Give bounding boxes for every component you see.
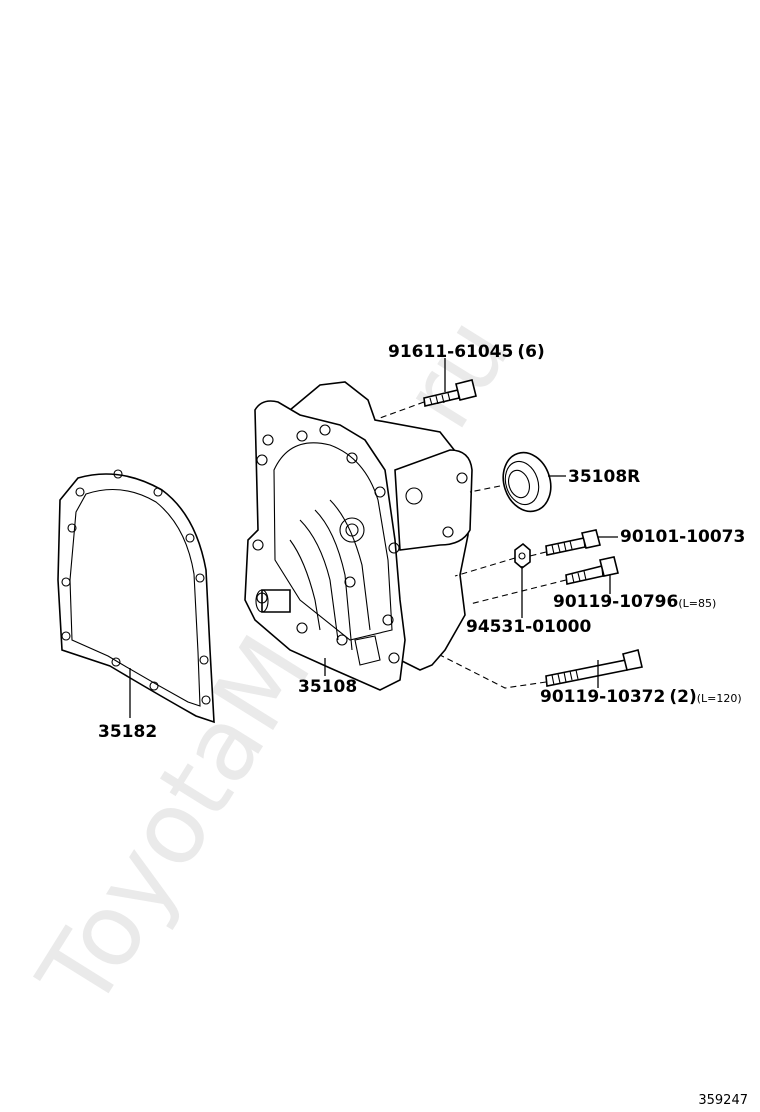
label-35108: 35108 [298, 677, 357, 697]
label-35108R: 35108R [568, 467, 640, 487]
gasket-35182[interactable] [57, 469, 215, 724]
label-35182: 35182 [98, 722, 157, 742]
bolt-91611-61045[interactable] [423, 379, 477, 407]
label-91611-61045: 91611-61045(6) [388, 342, 545, 362]
label-90119-10372: 90119-10372(2)(L=120) [540, 687, 742, 707]
transfer-case-35108[interactable] [244, 381, 473, 691]
label-94531-01000: 94531-01000 [466, 617, 592, 637]
bolt-90119-10372[interactable] [545, 649, 643, 687]
label-90101-10073: 90101-10073 [620, 527, 745, 547]
diagram-id: 359247 [698, 1093, 748, 1108]
leader-lines [129, 358, 618, 718]
label-90119-10796: 90119-10796(L=85) [553, 592, 716, 612]
assembly-lines [379, 401, 567, 689]
nut-94531-01000[interactable] [514, 542, 531, 570]
bolt-90101-10073[interactable] [545, 529, 601, 556]
bolt-90119-10796[interactable] [565, 556, 619, 585]
oil-seal-35108R[interactable] [496, 446, 558, 517]
